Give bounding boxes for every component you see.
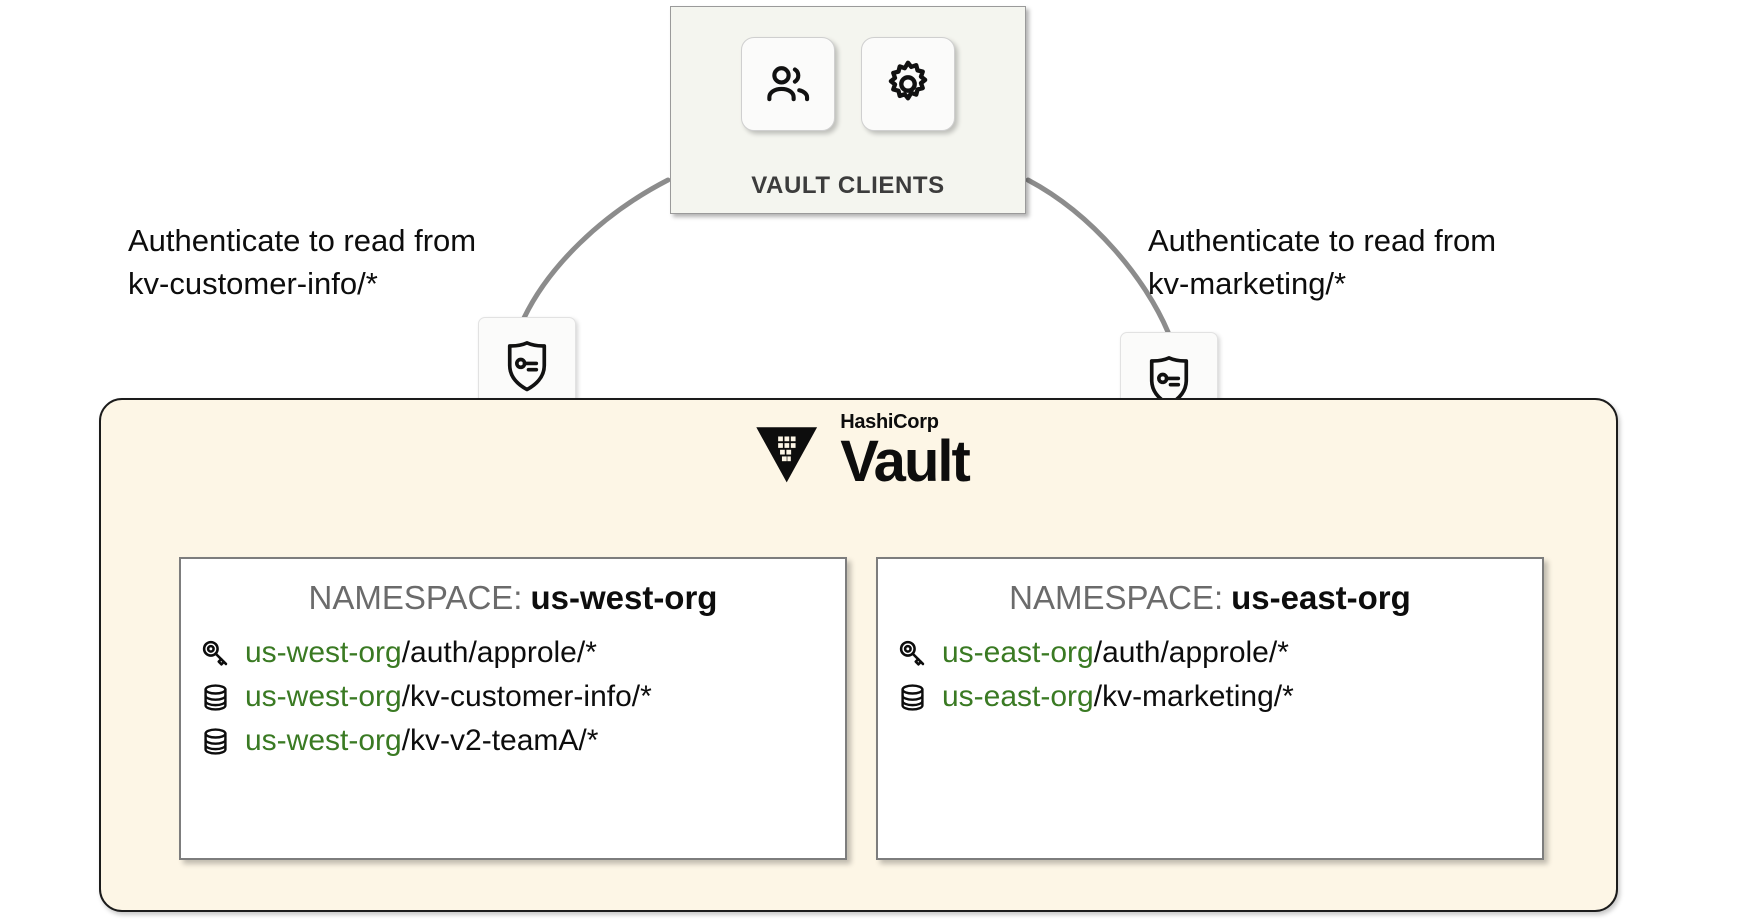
vault-product-text: Vault bbox=[840, 429, 971, 494]
vault-panel: HashiCorp Vault NAMESPACE:us-west-org bbox=[99, 398, 1618, 912]
key-icon bbox=[896, 636, 928, 670]
vault-wordmark: HashiCorp Vault bbox=[840, 411, 971, 494]
namespace-entry-list: us-east-org/auth/approle/* us-east-org/k… bbox=[878, 631, 1542, 719]
vault-client-users-tile[interactable] bbox=[741, 37, 835, 131]
database-icon bbox=[199, 680, 231, 714]
caption-right-authenticate: Authenticate to read from kv-marketing/* bbox=[1148, 223, 1497, 301]
namespace-entry-path: /kv-v2-teamA/* bbox=[401, 724, 599, 757]
caption-left-authenticate: Authenticate to read from kv-customer-in… bbox=[128, 223, 477, 301]
gear-icon bbox=[882, 58, 934, 110]
namespace-entry[interactable]: us-east-org/auth/approle/* bbox=[896, 631, 1542, 675]
vault-clients-icon-row bbox=[671, 37, 1025, 131]
vault-logo: HashiCorp Vault bbox=[748, 411, 971, 494]
namespace-entry-text: us-west-org/kv-v2-teamA/* bbox=[245, 724, 598, 758]
shield-key-icon bbox=[501, 339, 553, 393]
namespace-card-us-west-org: NAMESPACE:us-west-org us-west-org/auth/a… bbox=[179, 557, 847, 860]
users-icon bbox=[762, 58, 814, 110]
namespace-entry[interactable]: us-west-org/kv-customer-info/* bbox=[199, 675, 845, 719]
namespace-name: us-west-org bbox=[530, 579, 718, 616]
namespace-entry-text: us-west-org/kv-customer-info/* bbox=[245, 680, 652, 714]
namespace-entry[interactable]: us-east-org/kv-marketing/* bbox=[896, 675, 1542, 719]
namespace-name: us-east-org bbox=[1231, 579, 1411, 616]
namespace-entry[interactable]: us-west-org/kv-v2-teamA/* bbox=[199, 719, 845, 763]
namespace-header: NAMESPACE:us-west-org bbox=[181, 579, 845, 617]
connector-clients-to-right-shield bbox=[1025, 177, 1171, 335]
vault-mark bbox=[755, 426, 817, 482]
namespace-card-us-east-org: NAMESPACE:us-east-org us-east-org/auth/a… bbox=[876, 557, 1544, 860]
namespace-entry-prefix: us-east-org bbox=[942, 636, 1094, 669]
namespace-entry-path: /auth/approle/* bbox=[1093, 636, 1289, 669]
database-icon bbox=[896, 680, 928, 714]
namespace-entry-prefix: us-east-org bbox=[942, 680, 1094, 713]
namespace-entry-list: us-west-org/auth/approle/* us-west-org/k… bbox=[181, 631, 845, 763]
namespace-entry-text: us-west-org/auth/approle/* bbox=[245, 636, 597, 670]
namespace-label: NAMESPACE: bbox=[1009, 579, 1224, 616]
vault-clients-label: VAULT CLIENTS bbox=[751, 172, 945, 199]
namespace-entry[interactable]: us-west-org/auth/approle/* bbox=[199, 631, 845, 675]
vault-clients-box: VAULT CLIENTS bbox=[670, 6, 1026, 214]
vault-client-gear-tile[interactable] bbox=[861, 37, 955, 131]
namespace-entry-prefix: us-west-org bbox=[245, 724, 402, 757]
namespace-entry-text: us-east-org/kv-marketing/* bbox=[942, 680, 1294, 714]
vault-logo-icon bbox=[748, 414, 824, 490]
connector-clients-to-left-shield bbox=[521, 177, 671, 321]
namespace-entry-path: /kv-marketing/* bbox=[1093, 680, 1294, 713]
namespace-header: NAMESPACE:us-east-org bbox=[878, 579, 1542, 617]
vault-brand-text: HashiCorp bbox=[840, 411, 939, 433]
key-icon bbox=[199, 636, 231, 670]
namespace-entry-text: us-east-org/auth/approle/* bbox=[942, 636, 1289, 670]
namespace-entry-path: /auth/approle/* bbox=[401, 636, 597, 669]
database-icon bbox=[199, 724, 231, 758]
namespace-entry-path: /kv-customer-info/* bbox=[401, 680, 652, 713]
namespace-label: NAMESPACE: bbox=[308, 579, 523, 616]
namespace-entry-prefix: us-west-org bbox=[245, 636, 402, 669]
namespace-entry-prefix: us-west-org bbox=[245, 680, 402, 713]
